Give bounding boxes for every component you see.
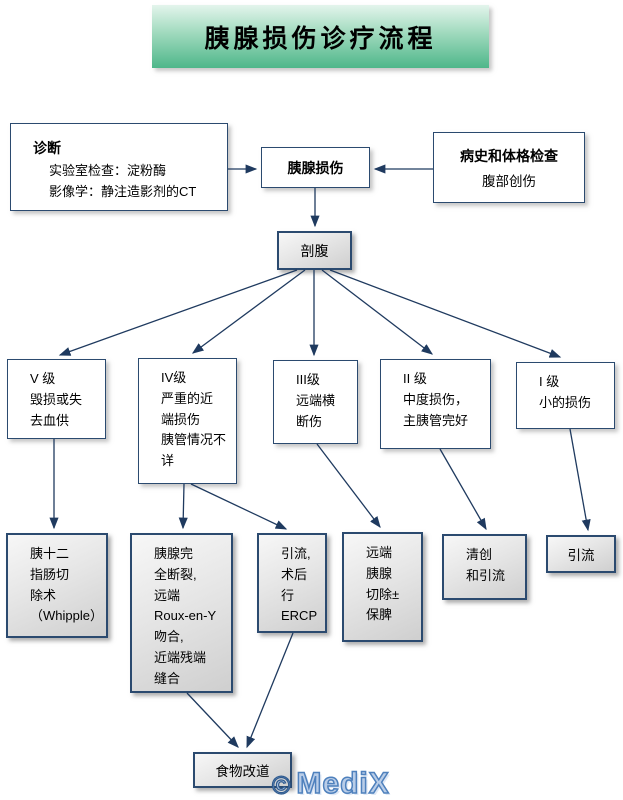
node-laparotomy: 剖腹: [277, 231, 352, 270]
node-pancreatic-injury: 胰腺损伤: [261, 147, 370, 188]
arrow-grade2-to-debridement: [439, 448, 487, 531]
node-food-diversion: 食物改道: [193, 752, 292, 788]
medix-logo: © MediX: [271, 767, 390, 800]
laparotomy-label: 剖腹: [300, 242, 329, 259]
node-grade5: V 级 毁损或失 去血供: [7, 359, 106, 439]
history-heading: 病史和体格检查: [460, 148, 558, 164]
history-subtitle: 腹部创伤: [482, 174, 536, 189]
arrow-ercp-to-diversion: [246, 632, 294, 749]
node-drainage-ercp: 引流, 术后 行 ERCP: [257, 533, 327, 633]
node-distal-resection: 远端 胰腺 切除± 保脾: [342, 532, 423, 642]
node-grade1: I 级 小的损伤: [516, 362, 615, 429]
food-diversion-label: 食物改道: [215, 764, 270, 779]
arrow-grade3-to-distal: [316, 443, 381, 529]
page-title: 胰腺损伤诊疗流程: [152, 5, 489, 68]
node-drainage: 引流: [546, 535, 616, 573]
node-whipple: 胰十二 指肠切 除术 （Whipple）: [6, 533, 108, 638]
copyright-icon: ©: [271, 772, 291, 800]
medix-logo-text: MediX: [296, 767, 390, 800]
node-history-exam: 病史和体格检查 腹部创伤: [433, 132, 585, 203]
node-grade3: III级 远端横 断伤: [273, 360, 358, 444]
arrow-laparotomy-to-grade4: [191, 269, 306, 354]
node-transection-roux: 胰腺完 全断裂, 远端 Roux-en-Y 吻合, 近端残端 缝合: [130, 533, 233, 693]
pancreatic-injury-label: 胰腺损伤: [287, 159, 344, 176]
arrow-transection-to-diversion: [186, 692, 239, 748]
arrow-grade1-to-drainage: [569, 428, 591, 532]
arrow-grade4-to-ercp: [190, 483, 288, 530]
diagnosis-heading: 诊断: [33, 140, 61, 156]
arrow-laparotomy-to-grade1: [329, 269, 562, 358]
node-grade4: IV级 严重的近 端损伤 胰管情况不 详: [138, 358, 237, 484]
arrow-laparotomy-to-grade5: [58, 269, 298, 356]
arrow-laparotomy-to-grade2: [321, 269, 434, 355]
node-debridement-drainage: 清创 和引流: [442, 534, 527, 600]
diagnosis-details: 实验室检查：淀粉酶 影像学：静注造影剂的CT: [49, 163, 197, 199]
node-grade2: II 级 中度损伤， 主胰管完好: [380, 359, 491, 449]
node-diagnosis: 诊断 实验室检查：淀粉酶 影像学：静注造影剂的CT: [10, 123, 228, 211]
drainage-label: 引流: [567, 548, 595, 563]
arrow-grade4-to-transection: [178, 483, 188, 530]
